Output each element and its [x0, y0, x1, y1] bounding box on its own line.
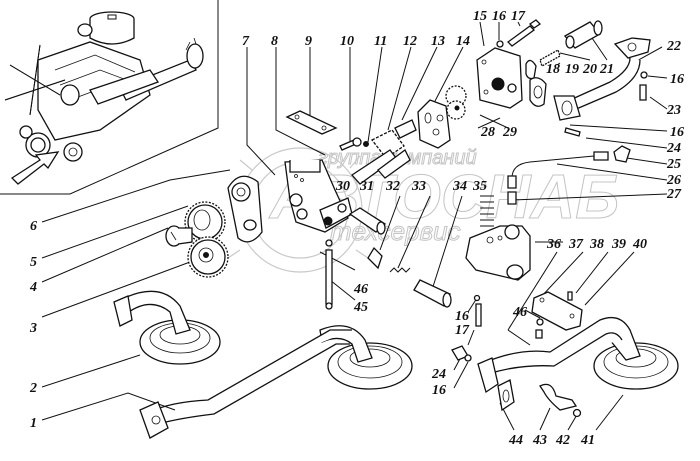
callout-8: 8 [271, 34, 278, 49]
location-arrow-icon [10, 151, 60, 185]
callout-26: 26 [666, 173, 681, 188]
callout-39: 39 [611, 237, 626, 252]
part-strainer-left [113, 290, 221, 365]
callout-16-right-b: 16 [670, 125, 684, 140]
part-drive-gear [351, 119, 417, 185]
callout-45: 45 [353, 300, 368, 315]
callout-22: 22 [666, 39, 681, 54]
callout-14: 14 [456, 34, 470, 49]
callout-42: 42 [555, 433, 570, 448]
callout-4: 4 [29, 280, 37, 295]
callout-46-right: 46 [512, 305, 527, 320]
callout-18: 18 [546, 62, 560, 77]
part-pump-gears [445, 85, 467, 120]
callout-38: 38 [589, 237, 604, 252]
callout-34: 34 [452, 179, 467, 194]
callout-7: 7 [242, 34, 250, 49]
parts [113, 19, 679, 439]
part-cover [417, 99, 451, 149]
callout-41: 41 [580, 433, 595, 448]
part-reducing-valve [563, 20, 603, 49]
callout-31: 31 [359, 179, 374, 194]
callout-6: 6 [30, 219, 37, 234]
callout-46-left: 46 [353, 282, 368, 297]
callout-16-top: 16 [492, 9, 506, 24]
callout-16-right-a: 16 [670, 72, 684, 87]
callout-23: 23 [666, 103, 681, 118]
callout-5: 5 [30, 255, 37, 270]
callout-30: 30 [335, 179, 350, 194]
callout-15: 15 [473, 9, 487, 24]
callout-20: 20 [582, 62, 597, 77]
part-valve-body [465, 224, 531, 281]
callout-9: 9 [305, 34, 312, 49]
callout-21: 21 [599, 62, 614, 77]
callout-27: 27 [666, 187, 682, 202]
callout-36: 36 [546, 237, 561, 252]
callout-44: 44 [508, 433, 523, 448]
callout-32: 32 [385, 179, 400, 194]
callout-17-mid: 17 [455, 323, 470, 338]
part-plate [285, 110, 338, 135]
callout-29: 29 [502, 125, 517, 140]
callout-1: 1 [30, 416, 37, 431]
callout-11: 11 [374, 34, 387, 49]
callout-10: 10 [340, 34, 354, 49]
callout-2: 2 [29, 381, 37, 396]
callout-3: 3 [29, 321, 37, 336]
callout-25: 25 [666, 157, 681, 172]
part-pump-housing [476, 47, 523, 109]
callout-40: 40 [632, 237, 647, 252]
part-intake-pipe-right [485, 316, 631, 375]
callout-43: 43 [532, 433, 547, 448]
callout-37: 37 [568, 237, 584, 252]
callout-13: 13 [431, 34, 445, 49]
part-idler-arm [227, 175, 263, 243]
callout-labels: 1 2 3 4 5 6 7 8 9 10 11 12 13 14 15 16 1… [29, 9, 684, 448]
watermark-line3: техсервис [330, 216, 461, 246]
callout-24-bottom: 24 [431, 367, 446, 382]
callout-16-mid: 16 [455, 309, 469, 324]
callout-17-top: 17 [511, 9, 526, 24]
callout-19: 19 [565, 62, 579, 77]
engine-location-inset [0, 0, 219, 195]
callout-35: 35 [472, 179, 487, 194]
part-outlet-pipe [553, 37, 651, 121]
callout-16-bottom: 16 [432, 383, 446, 398]
callout-12: 12 [403, 34, 417, 49]
callout-33: 33 [411, 179, 426, 194]
part-strainer-right [593, 325, 679, 390]
callout-24-right: 24 [666, 141, 681, 156]
callout-28: 28 [480, 125, 495, 140]
part-gears [165, 201, 229, 278]
